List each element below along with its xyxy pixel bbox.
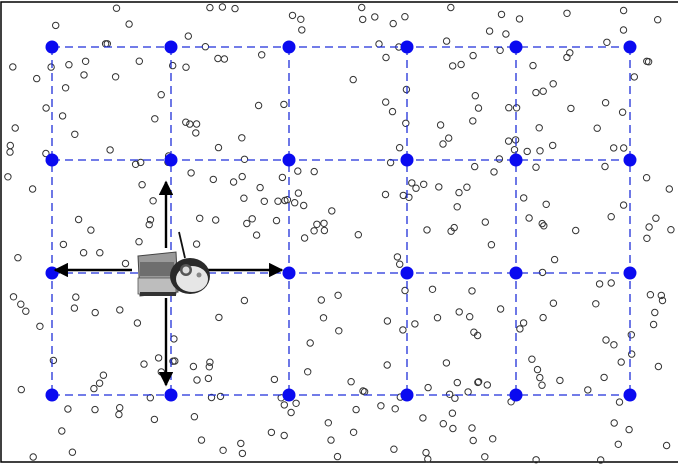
grid-node: [46, 389, 59, 402]
grid-node: [624, 154, 637, 167]
grid-node: [624, 389, 637, 402]
grid-node: [165, 41, 178, 54]
grid-node: [283, 154, 296, 167]
grid-node: [46, 154, 59, 167]
grid-node: [46, 267, 59, 280]
grid-node: [510, 267, 523, 280]
grid-node: [165, 389, 178, 402]
grid-node: [401, 267, 414, 280]
grid-node: [401, 389, 414, 402]
grid-node: [624, 267, 637, 280]
grid-node: [624, 41, 637, 54]
grid-node: [510, 41, 523, 54]
grid-node: [46, 41, 59, 54]
grid-node: [283, 389, 296, 402]
grid-node: [401, 41, 414, 54]
grid-node: [165, 154, 178, 167]
grid-node: [283, 41, 296, 54]
grid-node: [510, 389, 523, 402]
grid-node: [283, 267, 296, 280]
grid-node: [510, 154, 523, 167]
grid-node: [401, 154, 414, 167]
